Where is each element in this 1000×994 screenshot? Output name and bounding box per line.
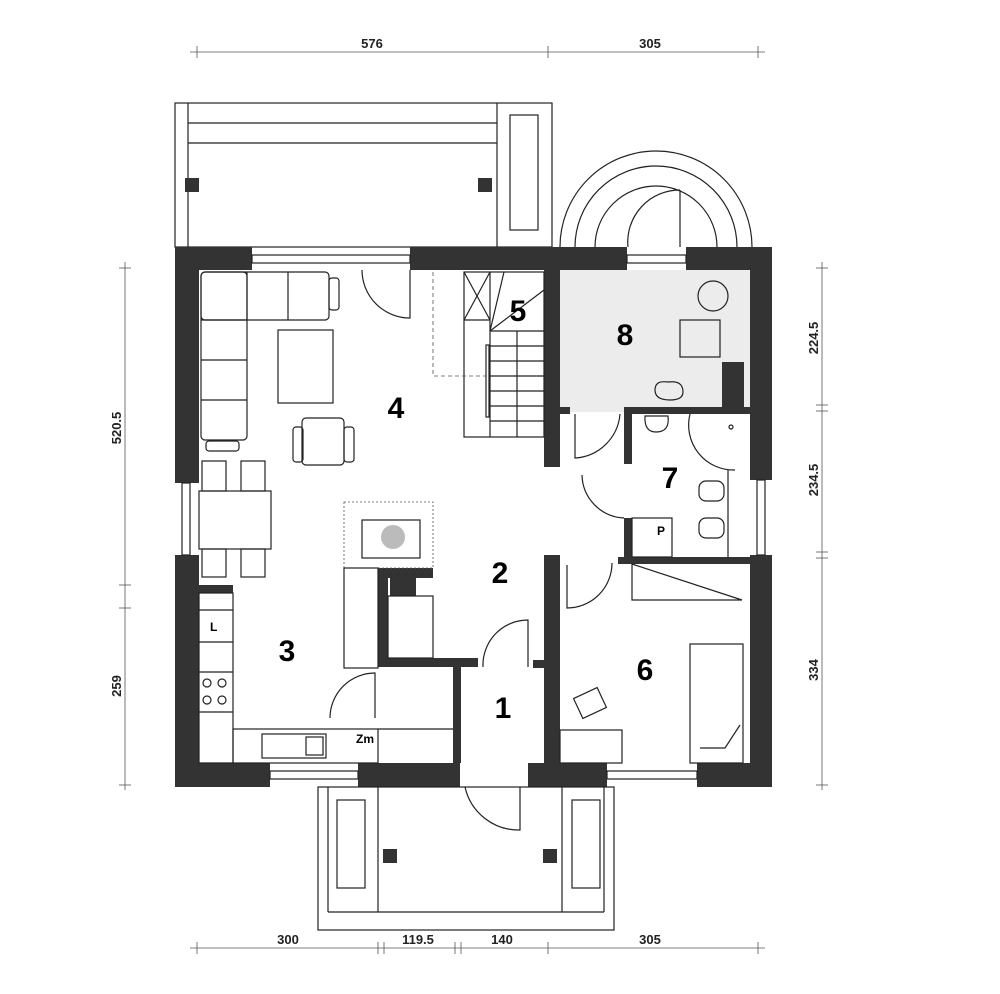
- dimension-right: 224.5 234.5 334: [806, 262, 828, 790]
- dimension-left: 520.5 259: [109, 262, 131, 790]
- dim-right-2: 234.5: [806, 464, 821, 497]
- dim-top-1: 576: [361, 36, 383, 51]
- dim-bottom-2: 119.5: [402, 932, 434, 947]
- dim-right-1: 224.5: [806, 322, 821, 355]
- room-numbers: 1 2 3 4 5 6 7 8: [279, 295, 679, 725]
- doors: [329, 269, 625, 831]
- kitchen: L Zm: [198, 592, 453, 764]
- room-5-label: 5: [510, 295, 527, 328]
- utility-fixtures: [679, 280, 729, 358]
- dim-right-3: 334: [806, 658, 821, 680]
- bathroom-fixtures: P: [631, 381, 736, 558]
- room-1-label: 1: [495, 692, 512, 725]
- dim-bottom-1: 300: [277, 932, 299, 947]
- fireplace: [343, 501, 434, 669]
- fridge-label: L: [210, 620, 217, 634]
- interior-walls: [199, 270, 750, 763]
- room-8-label: 8: [617, 319, 634, 352]
- dim-left-2: 259: [109, 675, 124, 697]
- room-7-label: 7: [662, 462, 679, 495]
- cold-storage-label: Zm: [356, 732, 374, 746]
- room-2-label: 2: [492, 557, 509, 590]
- bedroom-furniture: [559, 563, 744, 764]
- windows: [181, 254, 766, 780]
- staircase: [432, 271, 545, 438]
- room-3-label: 3: [279, 635, 296, 668]
- dim-bottom-3: 140: [491, 932, 513, 947]
- dim-bottom-4: 305: [639, 932, 661, 947]
- shower-tray-label: P: [657, 524, 665, 538]
- dim-left-1: 520.5: [109, 412, 124, 445]
- living-furniture: [198, 271, 355, 578]
- terrace-top: [174, 102, 553, 248]
- dimension-bottom: 300 119.5 140 305: [190, 932, 765, 954]
- room-4-label: 4: [388, 392, 405, 425]
- porch-bottom: [317, 786, 615, 931]
- dimension-top: 576 305: [190, 36, 765, 58]
- bay-window: [559, 150, 753, 248]
- room-6-label: 6: [637, 654, 654, 687]
- dim-top-2: 305: [639, 36, 661, 51]
- outer-walls: [175, 247, 772, 787]
